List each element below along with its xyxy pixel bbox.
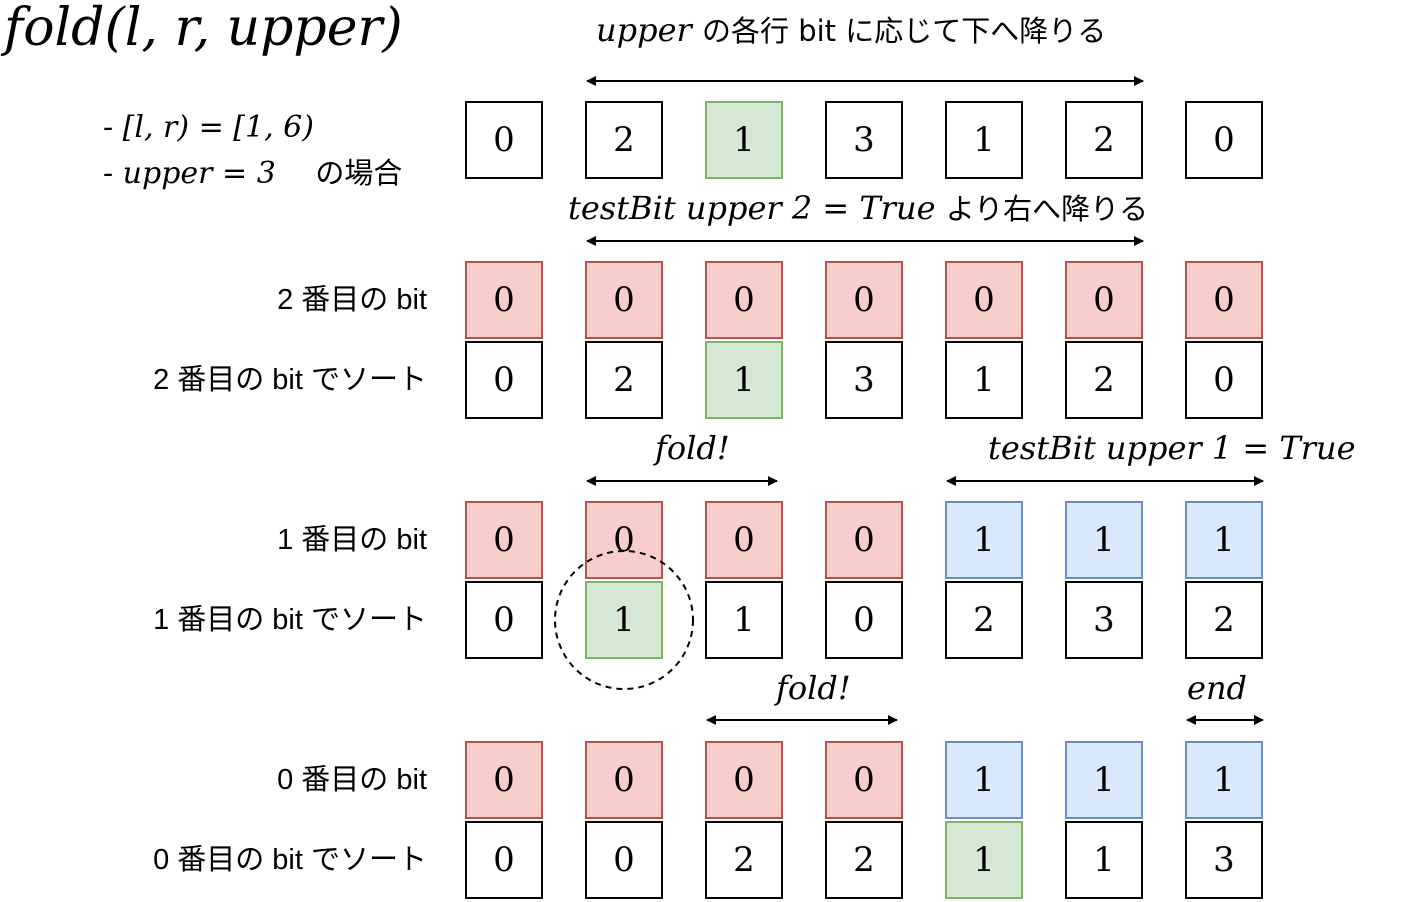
- cell-r1-c6: 0: [1185, 261, 1263, 339]
- condition-upper-text: の場合: [315, 156, 403, 190]
- cell-r3-c1: 0: [585, 501, 663, 579]
- cell-r4-c0: 0: [465, 581, 543, 659]
- cell-r5-c1: 0: [585, 741, 663, 819]
- cell-r5-c4: 1: [945, 741, 1023, 819]
- row-label-sort1: 1 番目の bit でソート: [153, 604, 427, 636]
- annotation-testbit-1: testBit upper 1 = True: [988, 429, 1356, 467]
- condition-upper-math: - upper = 3: [103, 156, 276, 191]
- cell-r4-c4: 2: [945, 581, 1023, 659]
- cell-r2-c5: 2: [1065, 341, 1143, 419]
- cell-r3-c3: 0: [825, 501, 903, 579]
- cell-r1-c1: 0: [585, 261, 663, 339]
- cell-r2-c2: 1: [705, 341, 783, 419]
- cell-r6-c4: 1: [945, 821, 1023, 899]
- cell-r1-c2: 0: [705, 261, 783, 339]
- cell-r0-c1: 2: [585, 101, 663, 179]
- annotation-fold-2: fold!: [776, 669, 851, 707]
- annotation-second-math: testBit upper 2 = True: [568, 189, 936, 227]
- condition-range: - [l, r) = [1, 6): [103, 110, 314, 145]
- cell-r6-c5: 1: [1065, 821, 1143, 899]
- cell-r6-c2: 2: [705, 821, 783, 899]
- cell-r4-c6: 2: [1185, 581, 1263, 659]
- cell-r0-c6: 0: [1185, 101, 1263, 179]
- annotation-top: upper の各行 bit に応じて下へ降りる: [596, 10, 1106, 51]
- cell-r0-c3: 3: [825, 101, 903, 179]
- cell-r3-c5: 1: [1065, 501, 1143, 579]
- annotation-top-text: の各行 bit に応じて下へ降りる: [701, 14, 1107, 48]
- cell-r1-c0: 0: [465, 261, 543, 339]
- row-label-sort2: 2 番目の bit でソート: [153, 364, 427, 396]
- cell-r3-c2: 0: [705, 501, 783, 579]
- cell-r5-c0: 0: [465, 741, 543, 819]
- cell-r2-c0: 0: [465, 341, 543, 419]
- annotation-top-math: upper: [596, 11, 692, 49]
- cell-r6-c0: 0: [465, 821, 543, 899]
- cell-r3-c0: 0: [465, 501, 543, 579]
- annotation-second: testBit upper 2 = True より右へ降りる: [568, 188, 1148, 229]
- cell-r4-c2: 1: [705, 581, 783, 659]
- cell-r4-c1: 1: [585, 581, 663, 659]
- cell-r1-c4: 0: [945, 261, 1023, 339]
- cell-r5-c3: 0: [825, 741, 903, 819]
- cell-r0-c4: 1: [945, 101, 1023, 179]
- cell-r1-c5: 0: [1065, 261, 1143, 339]
- condition-upper: - upper = 3 の場合: [103, 150, 402, 192]
- annotation-end: end: [1187, 669, 1248, 707]
- cell-r2-c1: 2: [585, 341, 663, 419]
- cell-r2-c4: 1: [945, 341, 1023, 419]
- annotation-fold-1: fold!: [655, 429, 730, 467]
- cell-r4-c3: 0: [825, 581, 903, 659]
- cell-r0-c2: 1: [705, 101, 783, 179]
- row-label-bit2: 2 番目の bit: [277, 284, 427, 316]
- cell-r6-c6: 3: [1185, 821, 1263, 899]
- row-label-bit0: 0 番目の bit: [277, 764, 427, 796]
- cell-r2-c6: 0: [1185, 341, 1263, 419]
- cell-r5-c5: 1: [1065, 741, 1143, 819]
- cell-r5-c2: 0: [705, 741, 783, 819]
- cell-r5-c6: 1: [1185, 741, 1263, 819]
- cell-r6-c1: 0: [585, 821, 663, 899]
- cell-r4-c5: 3: [1065, 581, 1143, 659]
- cell-r3-c4: 1: [945, 501, 1023, 579]
- row-label-bit1: 1 番目の bit: [277, 524, 427, 556]
- cell-r2-c3: 3: [825, 341, 903, 419]
- annotation-second-text: より右へ降りる: [945, 192, 1149, 226]
- cell-r1-c3: 0: [825, 261, 903, 339]
- cell-r6-c3: 2: [825, 821, 903, 899]
- cell-r0-c0: 0: [465, 101, 543, 179]
- diagram-title: fold(l, r, upper): [4, 0, 403, 58]
- row-label-sort0: 0 番目の bit でソート: [153, 844, 427, 876]
- cell-r0-c5: 2: [1065, 101, 1143, 179]
- cell-r3-c6: 1: [1185, 501, 1263, 579]
